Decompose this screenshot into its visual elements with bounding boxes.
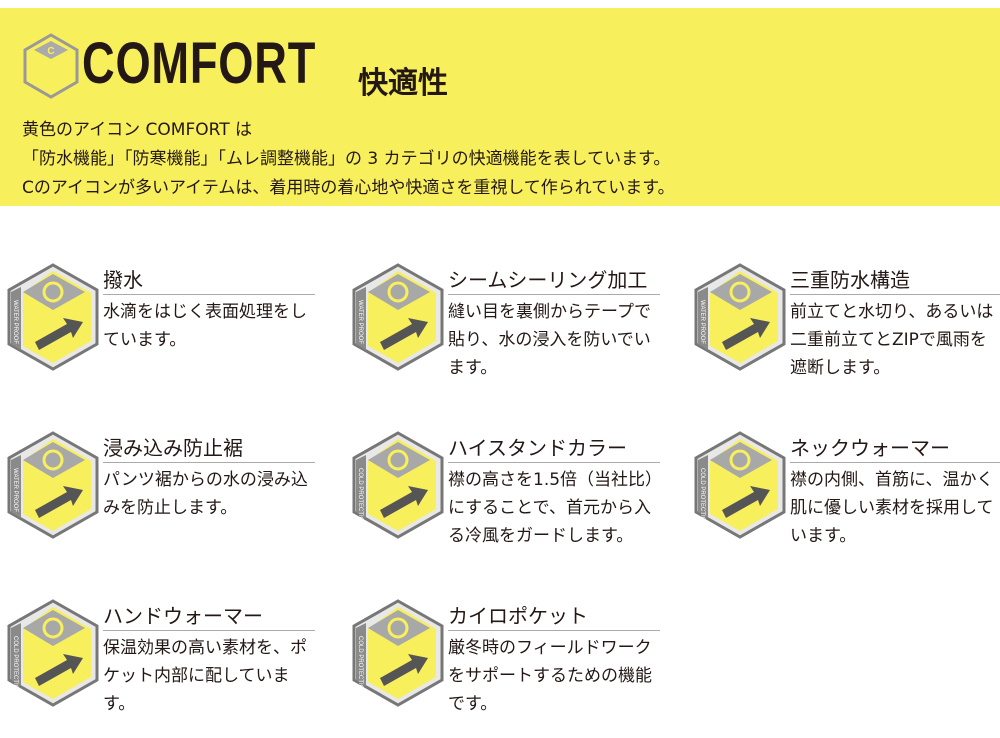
feature-description: 厳冬時のフィールドワークをサポートするための機能です。 (448, 638, 652, 714)
page-title: COMFORT (82, 31, 317, 96)
feature-icon: C COLD PROTECTION (694, 431, 786, 539)
icon-category-label: WATER PROOF (12, 300, 18, 344)
feature-icon: C WATER PROOF (694, 263, 786, 371)
icon-category-label: COLD PROTECTION (357, 636, 363, 694)
icon-category-label: COLD PROTECTION (357, 468, 363, 526)
feature-title: ネックウォーマー (790, 436, 950, 460)
feature-icon: C COLD PROTECTION (7, 599, 99, 707)
feature-card: C WATER PROOF 撥水 水滴をはじく表面処理をしています。 (5, 262, 315, 402)
feature-description: 襟の高さを1.5倍（当社比）にすることで、首元から入る冷風をガードします。 (448, 470, 654, 546)
feature-card: C WATER PROOF 浸み込み防止裾 パンツ裾からの水の浸み込みを防止しま… (5, 430, 315, 570)
feature-title: シームシーリング加工 (448, 268, 648, 292)
feature-card: C WATER PROOF 三重防水構造 前立てと水切り、あるいは二重前立てとZ… (692, 262, 1000, 402)
divider (103, 630, 315, 631)
feature-icon: C WATER PROOF (7, 431, 99, 539)
feature-description: 襟の内側、首筋に、温かく肌に優しい素材を採用しています。 (790, 470, 994, 546)
intro-line: Cのアイコンが多いアイテムは、着用時の着心地や快適さを重視して作られています。 (22, 178, 675, 198)
feature-title: 撥水 (103, 268, 143, 292)
divider (448, 630, 660, 631)
icon-category-label: COLD PROTECTION (699, 468, 705, 526)
intro-line: 「防水機能」「防寒機能」「ムレ調整機能」の 3 カテゴリの快適機能を表しています… (22, 149, 671, 169)
feature-icon: C WATER PROOF (7, 263, 99, 371)
feature-icon: C COLD PROTECTION (352, 599, 444, 707)
feature-card: C WATER PROOF シームシーリング加工 縫い目を裏側からテープで貼り、… (350, 262, 660, 402)
feature-card: C COLD PROTECTION カイロポケット 厳冬時のフィールドワークをサ… (350, 598, 660, 738)
divider (103, 294, 315, 295)
feature-title: カイロポケット (448, 604, 588, 628)
feature-description: 縫い目を裏側からテープで貼り、水の浸入を防いでいます。 (448, 302, 651, 378)
feature-title: 浸み込み防止裾 (103, 436, 243, 460)
feature-icon: C COLD PROTECTION (352, 431, 444, 539)
svg-text:C: C (736, 286, 744, 299)
divider (448, 294, 660, 295)
svg-text:C: C (394, 622, 402, 635)
feature-description: 水滴をはじく表面処理をしています。 (103, 302, 307, 350)
intro-line: 黄色のアイコン COMFORT は (22, 120, 252, 140)
intro-text: 黄色のアイコン COMFORT は 「防水機能」「防寒機能」「ムレ調整機能」の … (22, 116, 675, 203)
svg-text:C: C (394, 454, 402, 467)
icon-category-label: WATER PROOF (12, 468, 18, 512)
feature-description: パンツ裾からの水の浸み込みを防止します。 (103, 470, 308, 518)
divider (790, 294, 1000, 295)
svg-text:C: C (49, 622, 57, 635)
feature-description: 前立てと水切り、あるいは二重前立てとZIPで風雨を遮断します。 (790, 302, 994, 378)
svg-text:C: C (47, 46, 54, 57)
svg-text:C: C (49, 454, 57, 467)
divider (448, 462, 660, 463)
feature-description: 保温効果の高い素材を、ポケット内部に配しています。 (103, 638, 307, 714)
feature-title: ハイスタンドカラー (448, 436, 627, 460)
comfort-banner: C COMFORT 快適性 黄色のアイコン COMFORT は 「防水機能」「防… (0, 8, 1000, 206)
divider (790, 462, 1000, 463)
feature-title: ハンドウォーマー (103, 604, 263, 628)
feature-card: C COLD PROTECTION ハンドウォーマー 保温効果の高い素材を、ポケ… (5, 598, 315, 738)
feature-card: C COLD PROTECTION ネックウォーマー 襟の内側、首筋に、温かく肌… (692, 430, 1000, 570)
svg-text:C: C (394, 286, 402, 299)
icon-category-label: WATER PROOF (699, 300, 705, 344)
svg-text:C: C (736, 454, 744, 467)
svg-text:C: C (49, 286, 57, 299)
page-subtitle: 快適性 (358, 66, 448, 101)
icon-category-label: WATER PROOF (357, 300, 363, 344)
feature-icon: C WATER PROOF (352, 263, 444, 371)
feature-title: 三重防水構造 (790, 268, 910, 292)
icon-category-label: COLD PROTECTION (12, 636, 18, 694)
divider (103, 462, 315, 463)
comfort-cube-logo: C (23, 33, 79, 99)
feature-card: C COLD PROTECTION ハイスタンドカラー 襟の高さを1.5倍（当社… (350, 430, 660, 570)
